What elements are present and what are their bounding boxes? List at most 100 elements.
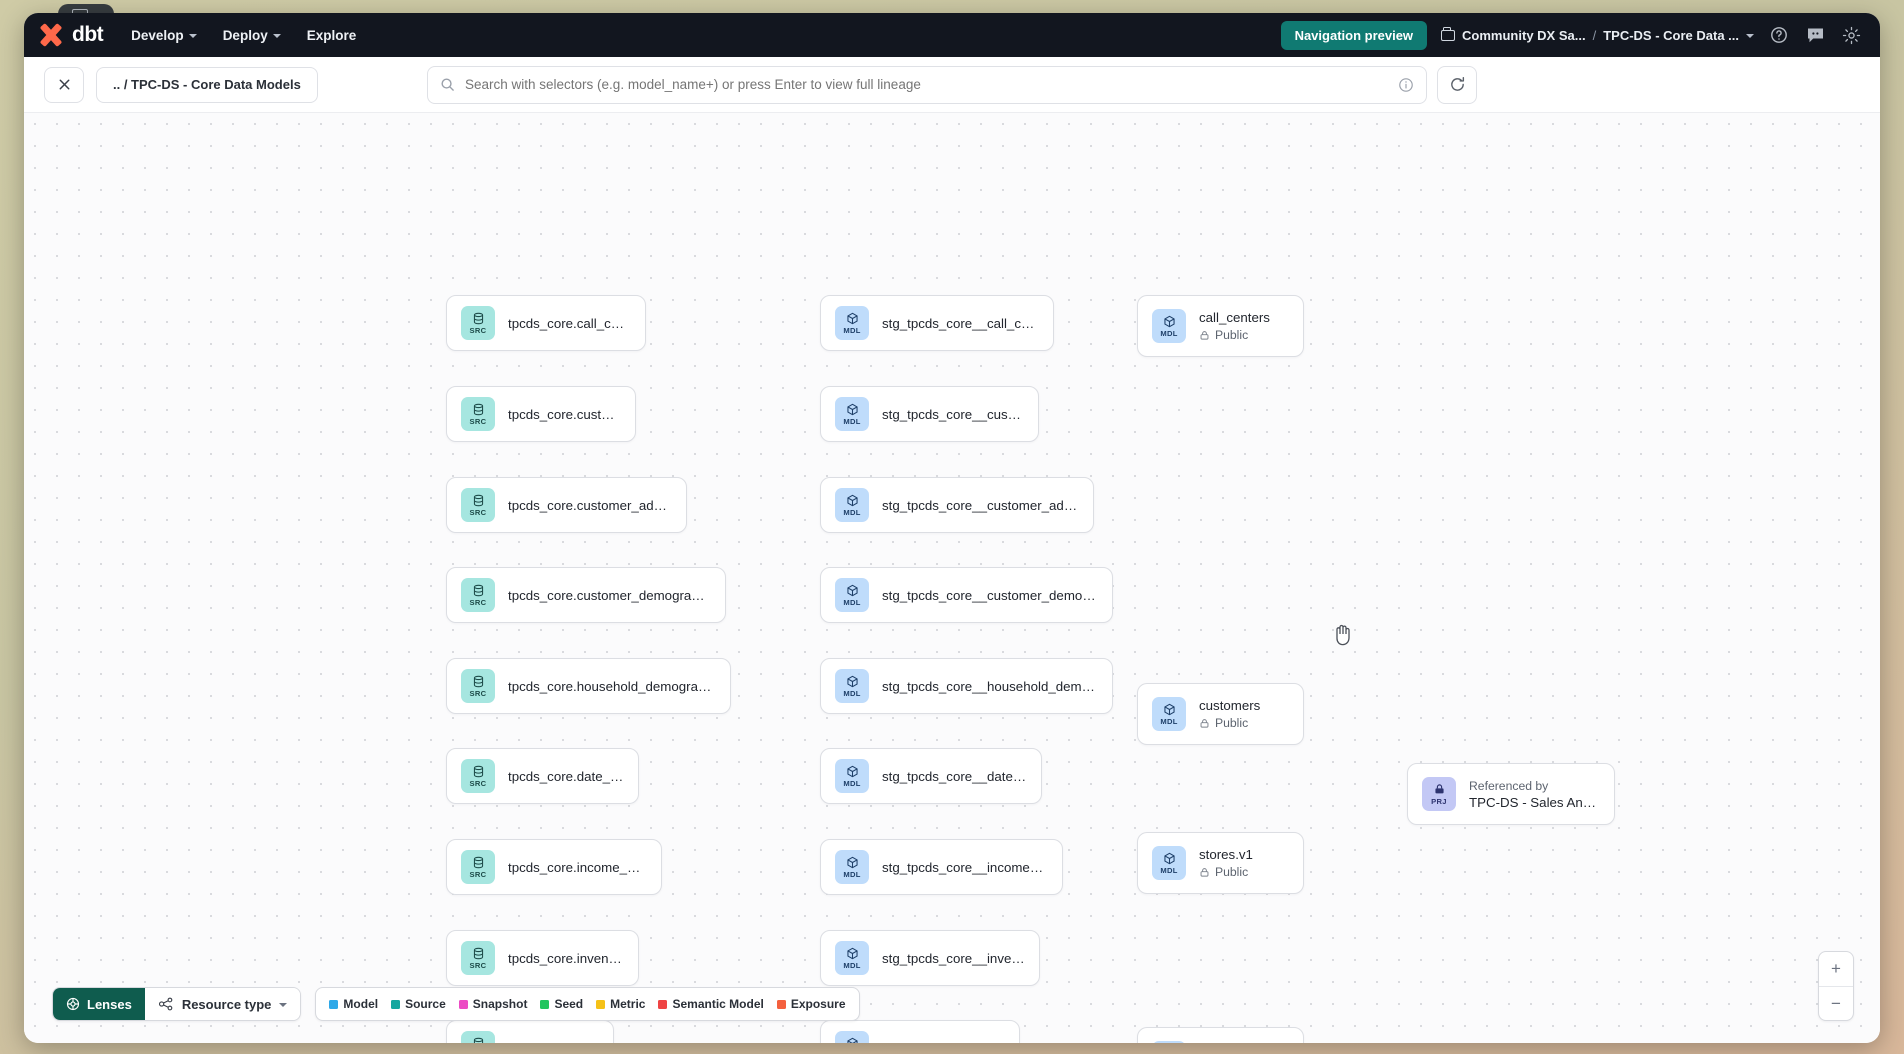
legend-item-snapshot: Snapshot [458, 997, 528, 1011]
node-type-badge-mdl: MDL [835, 669, 869, 703]
primary-nav: Develop Deploy Explore [131, 28, 356, 43]
lineage-node-source[interactable]: SRC tpcds_core.income_band [446, 839, 662, 895]
node-label: tpcds_core.customer [508, 406, 621, 422]
nav-item-deploy[interactable]: Deploy [223, 28, 281, 43]
node-label: stg_tpcds_core__customer [882, 406, 1024, 422]
zoom-in-button[interactable]: + [1831, 959, 1841, 978]
mdl-icon [1163, 703, 1176, 717]
lineage-node-model[interactable]: MDL stg_tpcds_core__call_center [820, 295, 1054, 351]
refresh-icon [1450, 76, 1464, 91]
legend-item-source: Source [391, 997, 446, 1011]
node-label: tpcds_core.call_center [508, 315, 631, 331]
legend-label: Exposure [790, 997, 846, 1011]
node-type-badge-mdl: MDL [1152, 846, 1186, 880]
node-type-badge-src: SRC [461, 1031, 495, 1043]
search-box[interactable] [427, 65, 1427, 104]
lineage-node-project[interactable]: PRJ Referenced by TPC-DS - Sales Analyti… [1407, 763, 1615, 825]
src-icon [472, 312, 485, 326]
breadcrumb-account[interactable]: Community DX Sa... [1462, 27, 1586, 43]
node-label: stg_tpcds_core__income_band [882, 859, 1048, 875]
gear-icon[interactable] [1840, 24, 1862, 46]
node-type-badge-mdl: MDL [835, 488, 869, 522]
legend-item-metric: Metric [596, 997, 645, 1011]
mdl-icon [846, 856, 859, 870]
breadcrumb-project[interactable]: TPC-DS - Core Data ... [1603, 27, 1739, 43]
lineage-node-source[interactable]: SRC tpcds_core.household_demographics [446, 658, 731, 714]
account-breadcrumb: Community DX Sa... / TPC-DS - Core Data … [1441, 26, 1754, 43]
lens-icon [66, 997, 80, 1011]
node-type-badge-src: SRC [461, 669, 495, 703]
src-icon [472, 584, 485, 598]
lineage-node-model[interactable]: MDL stg_tpcds_core__date_dim [820, 748, 1042, 804]
node-label: tpcds_core.household_demographics [508, 678, 716, 694]
src-icon [472, 765, 485, 779]
node-label: stg_tpcds_core__call_center [882, 315, 1039, 331]
lens-controls: Lenses Resource type [52, 987, 302, 1021]
info-icon[interactable] [1398, 77, 1414, 93]
node-label: TPC-DS - Sales Analytics [1469, 794, 1600, 810]
mdl-icon [1163, 315, 1176, 329]
lineage-node-source[interactable]: SRC tpcds_core.customer_demographics [446, 567, 726, 623]
node-type-badge-mdl: MDL [835, 306, 869, 340]
node-type-badge-mdl: MDL [835, 850, 869, 884]
lenses-button[interactable]: Lenses [53, 988, 145, 1020]
lineage-node-source[interactable]: SRC tpcds_core.inventory [446, 930, 639, 986]
zoom-out-button[interactable]: − [1819, 986, 1853, 1020]
src-icon [472, 494, 485, 508]
lineage-node-source[interactable]: SRC tpcds_core.date_dim [446, 748, 639, 804]
node-type-badge-src: SRC [461, 306, 495, 340]
feedback-icon[interactable] [1804, 24, 1826, 46]
nav-item-develop[interactable]: Develop [131, 28, 197, 43]
mdl-icon [846, 947, 859, 961]
node-type-badge-mdl: MDL [1152, 1041, 1186, 1043]
lineage-node-model[interactable]: MDL stg_tpcds_core__inventory [820, 930, 1040, 986]
node-type-badge-mdl: MDL [1152, 309, 1186, 343]
src-icon [472, 675, 485, 689]
lineage-breadcrumb[interactable]: .. / TPC-DS - Core Data Models [96, 66, 318, 103]
node-label: stg_tpcds_core__customer_demogra... [882, 587, 1098, 603]
lineage-node-model[interactable]: MDL stg_tpcds_core__customer_demogra... [820, 567, 1113, 623]
lineage-node-model-public[interactable]: MDL customers Public [1137, 683, 1304, 745]
legend-item-model: Model [329, 997, 378, 1011]
lineage-node-model[interactable]: MDL stg_tpcds_core__customer_address [820, 477, 1094, 533]
lineage-node-source[interactable]: SRC tpcds_core.customer_address [446, 477, 687, 533]
node-type-badge-mdl: MDL [835, 578, 869, 612]
lineage-node-model[interactable]: MDL stg_tpcds_core__customer [820, 386, 1039, 442]
close-icon[interactable] [44, 66, 84, 103]
node-label: tpcds_core.date_dim [508, 768, 624, 784]
mdl-icon [846, 675, 859, 689]
dbt-x-icon [38, 23, 64, 47]
lineage-node-model-public[interactable]: MDL call_centers Public [1137, 295, 1304, 357]
dbt-logo[interactable]: dbt [38, 23, 104, 47]
node-label: tpcds_core.store [508, 1041, 599, 1044]
src-icon [472, 403, 485, 417]
lineage-node-model-public[interactable]: MDL stores.v1 Public [1137, 832, 1304, 894]
chevron-down-icon [188, 34, 197, 38]
navigation-preview-button[interactable]: Navigation preview [1280, 20, 1428, 50]
chevron-down-icon[interactable] [1746, 34, 1754, 38]
breadcrumb-separator: / [1592, 27, 1597, 43]
lineage-node-model[interactable]: MDL stg_tpcds_core__store [820, 1020, 1020, 1043]
lineage-node-source[interactable]: SRC tpcds_core.call_center [446, 295, 646, 351]
refresh-button[interactable] [1437, 65, 1477, 104]
node-access: Public [1199, 716, 1260, 730]
lineage-node-model[interactable]: MDL stg_tpcds_core__income_band [820, 839, 1063, 895]
node-type-badge-src: SRC [461, 397, 495, 431]
node-type-badge-mdl: MDL [835, 1031, 869, 1043]
lineage-node-source[interactable]: SRC tpcds_core.customer [446, 386, 636, 442]
legend-label: Model [343, 997, 379, 1011]
resource-type-dropdown[interactable]: Resource type [144, 988, 301, 1020]
nav-item-explore[interactable]: Explore [307, 28, 357, 43]
legend-label: Seed [554, 997, 584, 1011]
search-input[interactable] [465, 77, 1388, 92]
node-type-badge-src: SRC [461, 850, 495, 884]
node-type-badge-prj: PRJ [1422, 777, 1456, 811]
node-label: stg_tpcds_core__inventory [882, 950, 1025, 966]
legend-label: Snapshot [472, 997, 528, 1011]
lineage-node-source[interactable]: SRC tpcds_core.store [446, 1020, 614, 1043]
lineage-canvas[interactable]: SRC tpcds_core.call_center SRC tpcds_cor… [24, 113, 1880, 1043]
nav-item-deploy-label: Deploy [222, 27, 268, 43]
lineage-node-model-public[interactable]: MDL stores.v2 Public [1137, 1027, 1304, 1043]
help-circle-icon[interactable] [1768, 24, 1790, 46]
lineage-node-model[interactable]: MDL stg_tpcds_core__household_demogr... [820, 658, 1113, 714]
